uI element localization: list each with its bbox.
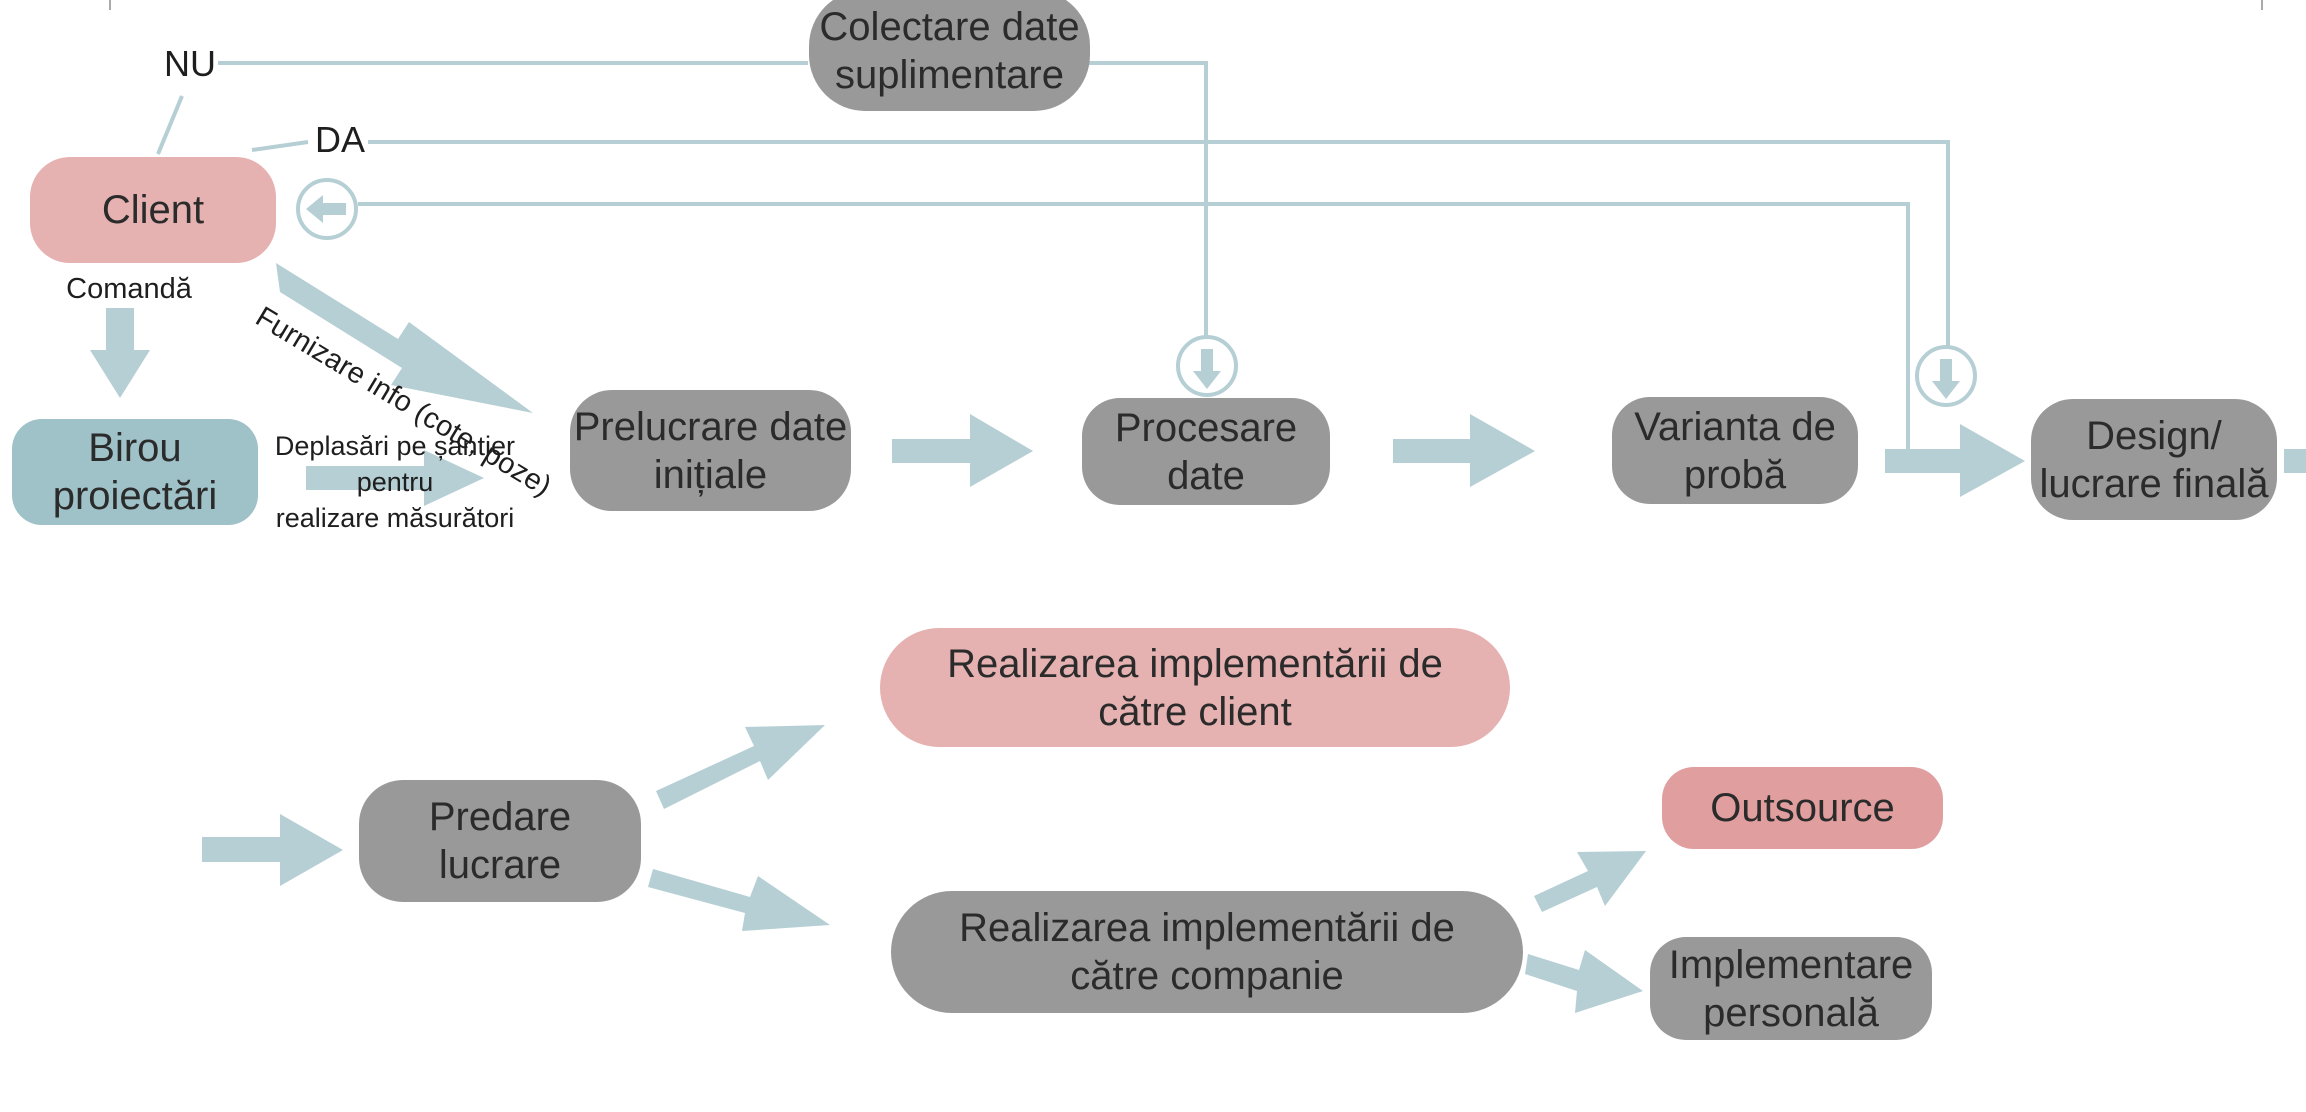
colectare-to-procesare-line (1086, 61, 1208, 338)
arrow-left-circle-icon (296, 178, 358, 240)
return-to-client-line (358, 202, 1910, 458)
da-connector-line (368, 140, 1950, 348)
arrow-companie-to-outsource (1534, 851, 1646, 912)
client-node: Client (30, 157, 276, 263)
label-deplasari: Deplasări pe șantier pentru realizare mă… (274, 431, 516, 533)
arrow-predare-to-impl-companie (648, 869, 830, 931)
colectare-date-node: Colectare date suplimentare (809, 0, 1090, 111)
arrow-birou-to-prelucrare (306, 450, 484, 506)
arrow-incoming-predare (202, 814, 343, 886)
label-comanda: Comandă (66, 273, 192, 305)
prelucrare-date-node: Prelucrare date inițiale (570, 390, 851, 511)
varianta-proba-node: Varianta de probă (1612, 397, 1858, 504)
arrow-predare-to-impl-client (656, 725, 825, 809)
arrow-down-circle-icon (1915, 345, 1977, 407)
outsource-node: Outsource (1662, 767, 1943, 849)
arrow-down-circle-icon (1176, 335, 1238, 397)
arrow-design-continuation (2284, 449, 2306, 473)
da-tick-line (251, 140, 309, 152)
label-da: DA (314, 119, 365, 160)
arrow-procesare-to-varianta (1393, 414, 1535, 487)
arrow-varianta-to-design (1885, 424, 2025, 497)
design-lucrare-finala-node: Design/ lucrare finală (2031, 399, 2277, 520)
impl-companie-node: Realizarea implementării de către compan… (891, 891, 1523, 1013)
birou-proiectari-node: Birou proiectări (12, 419, 258, 525)
arrow-prelucrare-to-procesare (892, 414, 1033, 487)
procesare-date-node: Procesare date (1082, 398, 1330, 505)
label-nu: NU (164, 43, 216, 84)
arrow-companie-to-personala (1525, 950, 1643, 1013)
nu-tick-line (156, 95, 184, 155)
predare-lucrare-node: Predare lucrare (359, 780, 641, 902)
impl-client-node: Realizarea implementării de către client (880, 628, 1510, 747)
arrow-client-to-birou (90, 308, 150, 398)
arrow-client-to-prelucrare (276, 263, 533, 413)
implementare-personala-node: Implementare personală (1650, 937, 1932, 1040)
